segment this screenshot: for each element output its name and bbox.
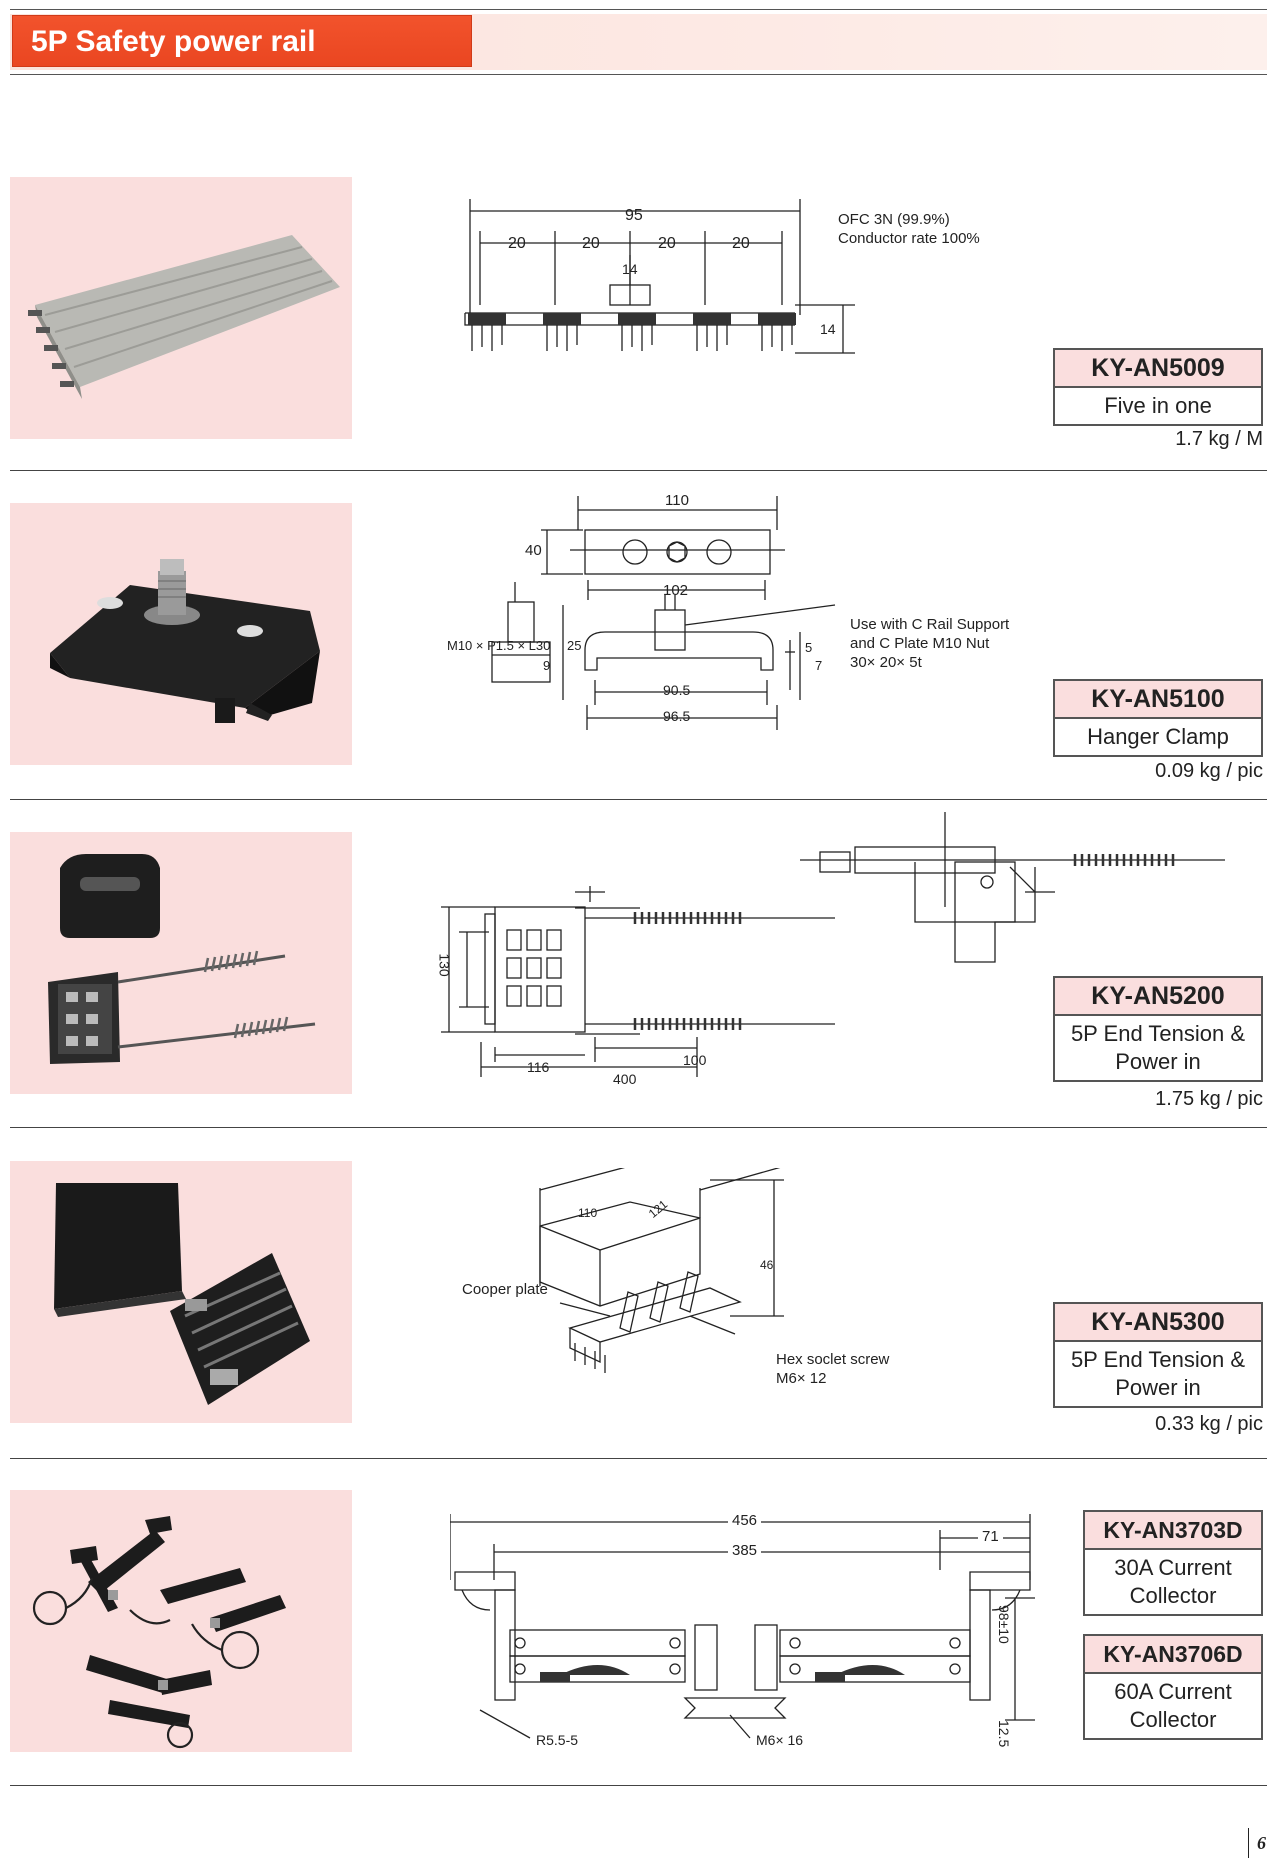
dim-130: 130 — [436, 953, 453, 977]
drawing-end-tension-5200: 130 116 400 100 — [435, 812, 1235, 1102]
product-photo-hanger-clamp — [10, 503, 352, 765]
dim-110: 110 — [578, 1206, 598, 1220]
product-card-an5100: KY-AN5100 Hanger Clamp — [1053, 679, 1263, 757]
product-card-an5300: KY-AN5300 5P End Tension & Power in — [1053, 1302, 1263, 1408]
product-description: 5P End Tension & Power in — [1070, 1347, 1246, 1400]
dim-98: 98±10 — [996, 1605, 1012, 1644]
product-code: KY-AN5100 — [1055, 681, 1261, 719]
dim-46: 46 — [760, 1258, 774, 1272]
header-top-rule — [10, 9, 1267, 10]
product-weight: 1.7 kg / M — [1175, 428, 1263, 450]
page-title: 5P Safety power rail — [12, 15, 472, 67]
product-code: KY-AN5200 — [1055, 978, 1261, 1016]
dim-r5-5: R5.5-5 — [536, 1732, 579, 1748]
note-cooper-plate: Cooper plate — [462, 1281, 548, 1298]
dim-m10-bolt: M10 × P1.5 × L30 — [447, 638, 551, 653]
drawing-rail-section: 95 20 20 20 20 14 14 — [460, 195, 860, 365]
note-use-with: Use with C Rail Support — [850, 616, 1010, 633]
product-code: KY-AN5009 — [1055, 350, 1261, 388]
product-weight: 0.09 kg / pic — [1155, 760, 1263, 782]
dim-102: 102 — [663, 582, 689, 599]
dim-20d: 20 — [732, 235, 750, 252]
dim-100: 100 — [683, 1052, 707, 1068]
note-material: OFC 3N (99.9%) — [838, 211, 950, 228]
header-bottom-rule — [10, 74, 1267, 75]
product-card-an5009: KY-AN5009 Five in one — [1053, 348, 1263, 426]
page-number: 6 — [1248, 1828, 1266, 1858]
product-code: KY-AN3706D — [1085, 1636, 1261, 1674]
note-conductor: Conductor rate 100% — [838, 230, 980, 247]
rail-notes: OFC 3N (99.9%) Conductor rate 100% — [838, 210, 980, 248]
product-description: 30A Current Collector — [1114, 1555, 1232, 1608]
product-code: KY-AN3703D — [1085, 1512, 1261, 1550]
dim-116: 116 — [527, 1059, 550, 1075]
note-screw-size: M6× 12 — [776, 1370, 827, 1387]
product-description: 60A Current Collector — [1114, 1679, 1232, 1732]
product-card-an3703d: KY-AN3703D 30A Current Collector — [1083, 1510, 1263, 1616]
dim-20a: 20 — [508, 235, 526, 252]
product-photo-end-cap — [10, 1161, 352, 1423]
product-photo-rail — [10, 177, 352, 439]
dim-14-height: 14 — [820, 321, 836, 337]
dim-71: 71 — [978, 1528, 1003, 1545]
dim-7: 7 — [815, 658, 823, 673]
product-description: Five in one — [1104, 393, 1212, 418]
dim-5: 5 — [805, 640, 813, 655]
product-weight: 1.75 kg / pic — [1155, 1088, 1263, 1110]
dim-9: 9 — [543, 658, 551, 673]
note-plate: and C Plate M10 Nut — [850, 635, 990, 652]
dim-96-5: 96.5 — [663, 708, 691, 724]
dim-110: 110 — [665, 492, 689, 509]
product-weight: 0.33 kg / pic — [1155, 1413, 1263, 1435]
row-separator — [10, 1127, 1267, 1128]
dim-456: 456 — [728, 1512, 762, 1529]
hex-screw-notes: Hex soclet screw M6× 12 — [776, 1350, 889, 1388]
drawing-current-collector: 456 385 71 98±10 12.5 R5.5-5 M6× 16 — [450, 1510, 1070, 1750]
row-separator — [10, 1785, 1267, 1786]
note-size: 30× 20× 5t — [850, 654, 922, 671]
dim-400: 400 — [613, 1071, 637, 1087]
product-card-an5200: KY-AN5200 5P End Tension & Power in — [1053, 976, 1263, 1082]
dim-12-5: 12.5 — [996, 1720, 1012, 1748]
dim-20c: 20 — [658, 235, 676, 252]
row-separator — [10, 799, 1267, 800]
dim-m6x16: M6× 16 — [756, 1732, 804, 1748]
hanger-notes: Use with C Rail Support and C Plate M10 … — [850, 615, 1009, 672]
product-description: 5P End Tension & Power in — [1070, 1021, 1246, 1074]
dim-14-slot: 14 — [622, 261, 638, 277]
note-hex-screw: Hex soclet screw — [776, 1351, 890, 1368]
product-photo-end-tension — [10, 832, 352, 1094]
row-separator — [10, 1458, 1267, 1459]
product-card-an3706d: KY-AN3706D 60A Current Collector — [1083, 1634, 1263, 1740]
dim-20b: 20 — [582, 235, 600, 252]
dim-385: 385 — [728, 1542, 762, 1559]
product-description: Hanger Clamp — [1087, 724, 1229, 749]
drawing-end-cap-5300: 110 121 46 — [460, 1168, 820, 1428]
dim-95: 95 — [625, 207, 643, 224]
dim-25: 25 — [567, 638, 582, 653]
drawing-hanger-clamp: 110 40 102 M10 × P1.5 × L30 25 9 5 7 90.… — [447, 490, 845, 790]
product-photo-current-collectors — [10, 1490, 352, 1752]
dim-90-5: 90.5 — [663, 682, 691, 698]
product-code: KY-AN5300 — [1055, 1304, 1261, 1342]
row-separator — [10, 470, 1267, 471]
dim-40: 40 — [525, 542, 542, 559]
